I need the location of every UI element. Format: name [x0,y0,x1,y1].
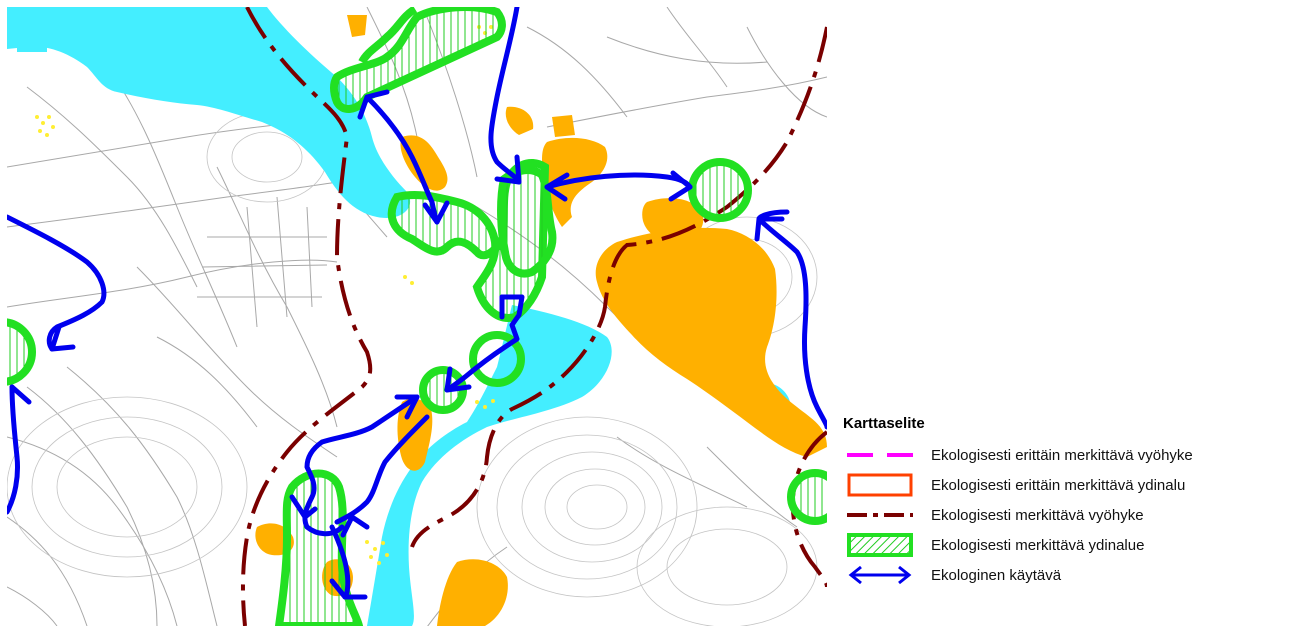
map-area[interactable] [7,7,827,626]
ecological-corridors [7,7,827,600]
legend-title: Karttaselite [843,415,925,432]
map-canvas [7,7,827,626]
legend-item-very-important-core: Ekologisesti erittäin merkittävä ydinalu [843,470,1313,500]
legend-item-ecological-corridor: Ekologinen käytävä [843,560,1313,590]
dark-red-dash-dot-line-icon [843,502,917,528]
legend-item-important-core: Ekologisesti merkittävä ydinalue [843,530,1313,560]
legend-item-very-important-zone: Ekologisesti erittäin merkittävä vyöhyke [843,440,1313,470]
legend-label: Ekologisesti erittäin merkittävä vyöhyke [931,446,1193,464]
ecological-zone-boundaries [240,7,827,626]
magenta-dashed-line-icon [843,442,917,468]
orange-outlined-box-icon [843,472,917,498]
blue-double-arrow-icon [843,562,917,588]
legend-item-important-zone: Ekologisesti merkittävä vyöhyke [843,500,1313,530]
legend-label: Ekologisesti merkittävä ydinalue [931,536,1145,554]
legend-label: Ekologisesti erittäin merkittävä ydinalu [931,476,1186,494]
legend-label: Ekologinen käytävä [931,566,1062,584]
map-legend: Karttaselite Ekologisesti erittäin merki… [843,415,1313,590]
green-hatched-box-icon [843,532,917,558]
legend-label: Ekologisesti merkittävä vyöhyke [931,506,1144,524]
